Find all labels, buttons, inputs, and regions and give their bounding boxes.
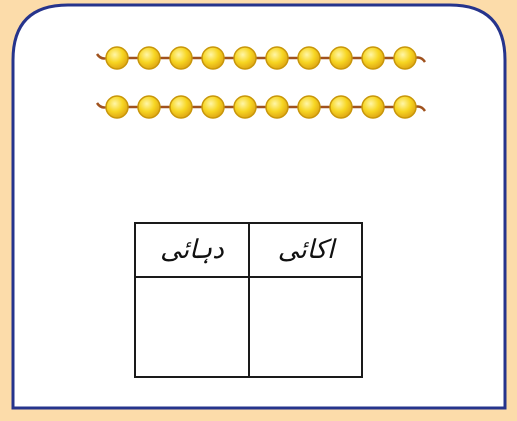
bead [105,46,129,70]
bead [361,46,385,70]
bead-string-cord [95,102,427,112]
bead-string-cord [95,53,427,63]
bead [169,95,193,119]
header-ones: اکائی [277,235,335,265]
bead [169,46,193,70]
bead [265,46,289,70]
bead [233,46,257,70]
header-tens: دہائی [160,235,224,265]
bead [393,46,417,70]
bead [329,95,353,119]
bead [361,95,385,119]
bead [265,95,289,119]
bead [297,46,321,70]
bead [201,95,225,119]
bead [393,95,417,119]
bead-string [95,46,427,70]
bead [201,46,225,70]
tens-answer-cell[interactable] [138,280,246,374]
bead [297,95,321,119]
bead-string [95,95,427,119]
bead [105,95,129,119]
bead [137,95,161,119]
bead-strings [95,46,427,119]
place-value-table [134,222,363,378]
bead [233,95,257,119]
bead [137,46,161,70]
ones-answer-cell[interactable] [252,280,360,374]
bead [329,46,353,70]
